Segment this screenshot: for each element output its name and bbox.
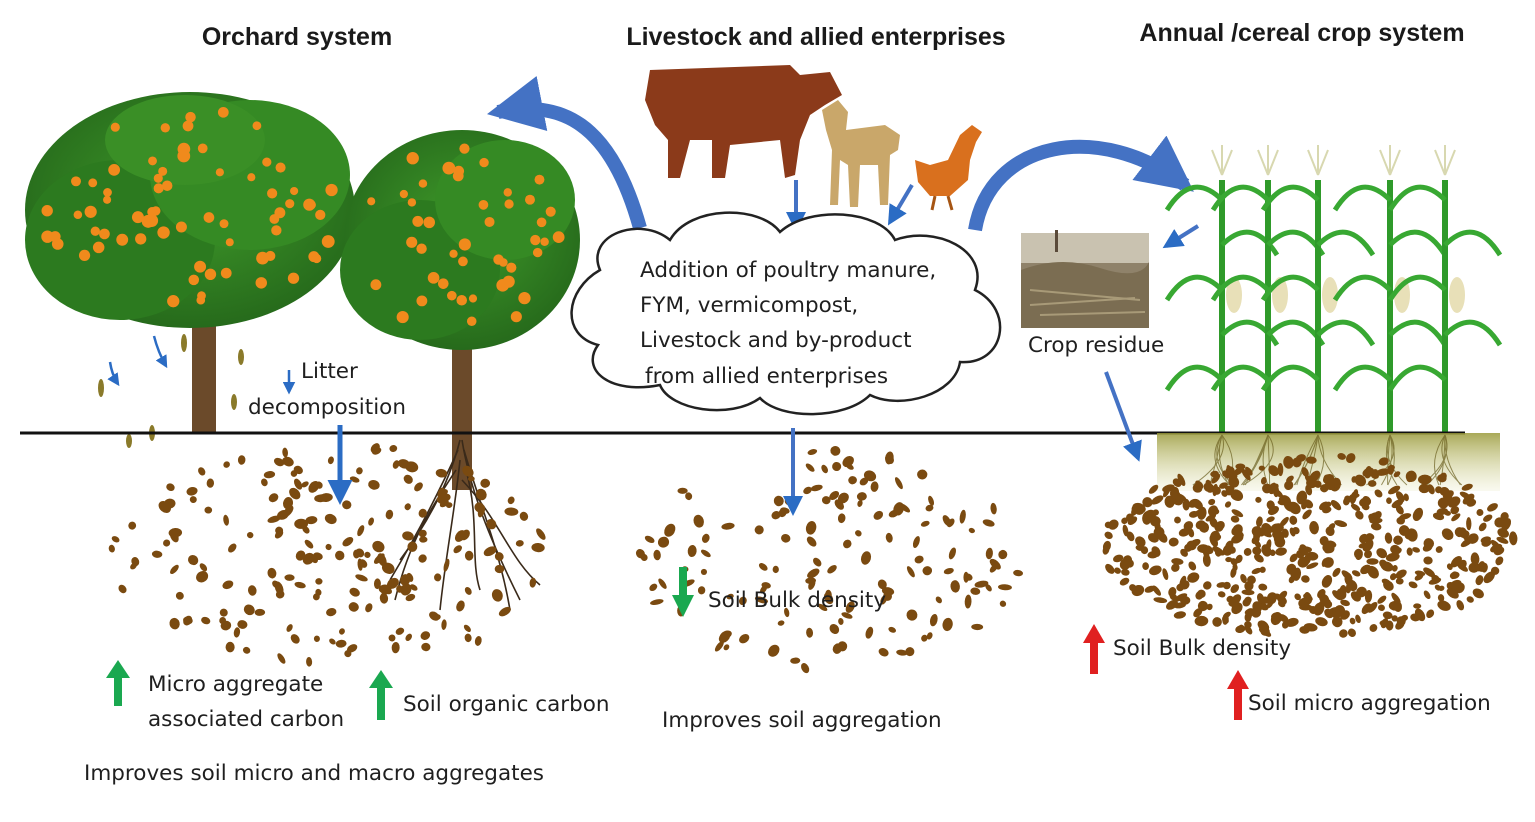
down-arrow-bulk-density-middle (672, 567, 694, 617)
cloud-line-2: FYM, vermicompost, (640, 293, 858, 318)
livestock-title: Livestock and allied enterprises (626, 23, 1005, 51)
micro-aggregate-label-1: Micro aggregate (148, 672, 323, 697)
manure-flow-arrows (487, 76, 1194, 232)
micro-aggregation-right-label: Soil micro aggregation (1248, 691, 1491, 716)
inputs-cloud: Addition of poultry manure, FYM, vermico… (570, 211, 1002, 416)
hen-icon (915, 125, 982, 211)
orchard-tree-right (340, 130, 580, 490)
improves-aggregation-label: Improves soil aggregation (662, 708, 942, 733)
soil-particles-middle (635, 445, 1023, 674)
livestock-input-arrows (786, 180, 1200, 249)
up-arrow-micro-aggregation-right (1227, 670, 1249, 720)
soil-input-arrows (327, 371, 1142, 516)
cloud-line-3: Livestock and by-product (640, 328, 912, 353)
improves-micro-macro-label: Improves soil micro and macro aggregates (84, 761, 544, 786)
litter-label: Litter (301, 359, 358, 384)
orange-fruits (41, 106, 565, 327)
orchard-title: Orchard system (202, 23, 392, 51)
soil-particles-orchard (108, 443, 546, 667)
bulk-density-middle-label: Soil Bulk density (708, 588, 886, 613)
cow-icon (645, 65, 842, 178)
up-arrow-bulk-density-right (1083, 624, 1105, 674)
soil-particles-crop (1102, 453, 1518, 638)
falling-leaves (98, 334, 244, 448)
up-arrow-micro-aggregate (106, 660, 130, 706)
crop-residue-label: Crop residue (1028, 333, 1164, 358)
soil-organic-carbon-label: Soil organic carbon (403, 692, 610, 717)
cloud-line-1: Addition of poultry manure, (640, 258, 936, 283)
crop-residue-photo (1021, 230, 1149, 328)
maize-crop (1164, 145, 1503, 433)
cloud-line-4: from allied enterprises (645, 364, 888, 389)
bulk-density-right-label: Soil Bulk density (1113, 636, 1291, 661)
micro-aggregate-label-2: associated carbon (148, 707, 344, 732)
up-arrow-soil-organic-carbon (369, 670, 393, 720)
leaf-fall-arrows (107, 335, 296, 395)
decomposition-label: decomposition (248, 395, 406, 420)
goat-icon (822, 100, 900, 207)
annual-crop-title: Annual /cereal crop system (1139, 19, 1464, 47)
